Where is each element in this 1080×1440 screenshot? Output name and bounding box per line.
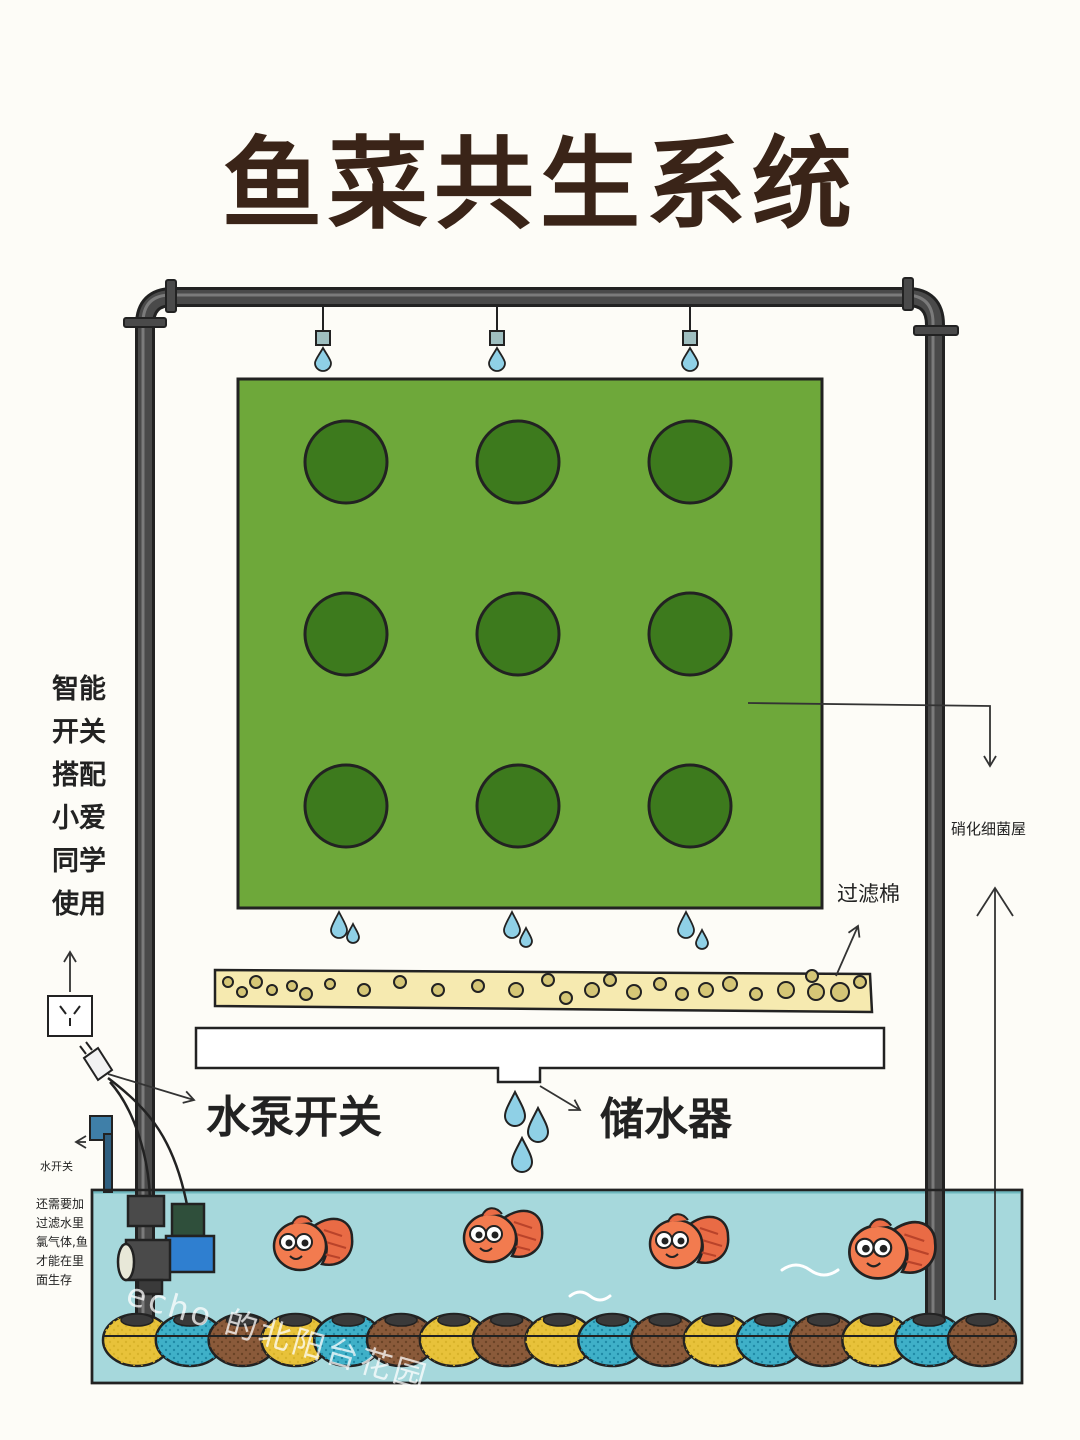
filter-hole bbox=[830, 982, 850, 1002]
pump-switch-label: 水泵开关 bbox=[206, 1092, 382, 1143]
filter-hole bbox=[807, 983, 825, 1001]
filter-hole bbox=[286, 980, 298, 992]
filter-hole bbox=[777, 981, 795, 999]
filter-hole bbox=[393, 975, 407, 989]
filter-hole bbox=[324, 978, 336, 990]
bacteria-house-label: 硝化细菌屋 bbox=[951, 820, 1027, 838]
planting-hole bbox=[475, 419, 561, 505]
filter-hole bbox=[749, 987, 763, 1001]
planting-hole bbox=[303, 763, 389, 849]
planting-hole bbox=[303, 591, 389, 677]
filter-hole bbox=[853, 975, 867, 989]
water-drop-icon bbox=[681, 346, 699, 372]
fish-icon bbox=[272, 1215, 354, 1272]
filter-hole bbox=[626, 984, 642, 1000]
bio-ball-icon bbox=[788, 1312, 859, 1368]
filter-hole bbox=[266, 984, 278, 996]
fish-icon bbox=[848, 1218, 937, 1280]
bio-ball-icon bbox=[207, 1312, 278, 1368]
fish-group bbox=[272, 1207, 937, 1280]
planting-holes bbox=[303, 419, 733, 849]
bio-ball-icon bbox=[471, 1312, 542, 1368]
arrow-water-storage bbox=[539, 1085, 582, 1111]
power-cable bbox=[107, 1077, 190, 1211]
faucet-icon bbox=[89, 1115, 113, 1193]
filter-hole bbox=[431, 983, 445, 997]
planting-hole bbox=[647, 591, 733, 677]
water-reservoir bbox=[194, 1026, 886, 1084]
water-pipe bbox=[123, 277, 959, 1330]
water-switch-label: 水开关 bbox=[40, 1160, 73, 1173]
arrow-pump-switch bbox=[107, 1073, 196, 1104]
filter-hole bbox=[299, 987, 313, 1001]
reservoir-drips bbox=[503, 1089, 550, 1173]
filter-hole bbox=[603, 973, 617, 987]
bio-ball-icon bbox=[946, 1312, 1018, 1368]
filter-hole bbox=[222, 976, 234, 988]
filter-cotton-label: 过滤棉 bbox=[837, 882, 900, 906]
bio-ball-icon bbox=[682, 1312, 754, 1368]
water-drop-icon bbox=[526, 1105, 550, 1143]
filter-hole bbox=[559, 991, 573, 1005]
grow-bed-drips bbox=[330, 909, 709, 950]
arrow-to-bacteria-house bbox=[747, 702, 997, 768]
water-drop-icon bbox=[695, 927, 709, 950]
planting-hole bbox=[647, 763, 733, 849]
fish-icon bbox=[462, 1207, 544, 1264]
water-drop-icon bbox=[503, 909, 521, 939]
filter-hole bbox=[675, 987, 689, 1001]
bio-ball-icon bbox=[365, 1312, 437, 1368]
pump-icon bbox=[116, 1194, 216, 1296]
filter-hole bbox=[471, 979, 485, 993]
water-drop-icon bbox=[488, 346, 506, 372]
bio-ball-icon bbox=[893, 1312, 965, 1368]
fish-icon bbox=[648, 1213, 730, 1270]
plug-icon bbox=[79, 1041, 114, 1082]
filter-note: 还需要加过滤水里氯气体,鱼才能在里面生存 bbox=[36, 1197, 88, 1287]
smart-switch-label: 智能开关搭配小爱同学使用 bbox=[52, 674, 106, 920]
sprinkler-nozzles bbox=[315, 305, 698, 346]
bio-balls bbox=[101, 1312, 1018, 1368]
bio-ball-icon bbox=[524, 1312, 595, 1368]
power-outlet-icon bbox=[47, 995, 93, 1037]
planting-hole bbox=[475, 591, 561, 677]
nozzle-drops bbox=[314, 346, 699, 372]
filter-cotton bbox=[213, 968, 874, 1014]
water-drop-icon bbox=[346, 921, 360, 944]
water-drop-icon bbox=[503, 1089, 527, 1127]
bio-ball-icon bbox=[313, 1312, 384, 1368]
planting-hole bbox=[303, 419, 389, 505]
filter-hole bbox=[584, 982, 600, 998]
bio-ball-icon bbox=[154, 1312, 226, 1368]
page-title: 鱼菜共生系统 bbox=[222, 126, 858, 243]
filter-hole bbox=[722, 976, 738, 992]
filter-hole bbox=[357, 983, 371, 997]
water-drop-icon bbox=[519, 925, 533, 948]
arrow-filter-cotton bbox=[835, 924, 861, 977]
filter-hole bbox=[541, 973, 555, 987]
annotation-arrows bbox=[63, 702, 1014, 1300]
filter-hole bbox=[249, 975, 263, 989]
bio-ball-icon bbox=[260, 1312, 331, 1368]
water-drop-icon bbox=[330, 909, 348, 939]
grow-bed bbox=[236, 377, 824, 910]
bio-ball-icon bbox=[418, 1312, 490, 1368]
water-drop-icon bbox=[677, 909, 695, 939]
filter-hole bbox=[805, 969, 819, 983]
planting-hole bbox=[475, 763, 561, 849]
water-drop-icon bbox=[314, 346, 332, 372]
filter-hole bbox=[508, 982, 524, 998]
filter-hole bbox=[236, 986, 248, 998]
planting-hole bbox=[647, 419, 733, 505]
filter-hole bbox=[653, 977, 667, 991]
water-drop-icon bbox=[510, 1135, 534, 1173]
bio-ball-icon bbox=[735, 1312, 806, 1368]
water-storage-label: 储水器 bbox=[600, 1094, 732, 1145]
filter-hole bbox=[698, 982, 714, 998]
water-ripples bbox=[568, 1263, 840, 1302]
bio-ball-icon bbox=[577, 1312, 648, 1368]
